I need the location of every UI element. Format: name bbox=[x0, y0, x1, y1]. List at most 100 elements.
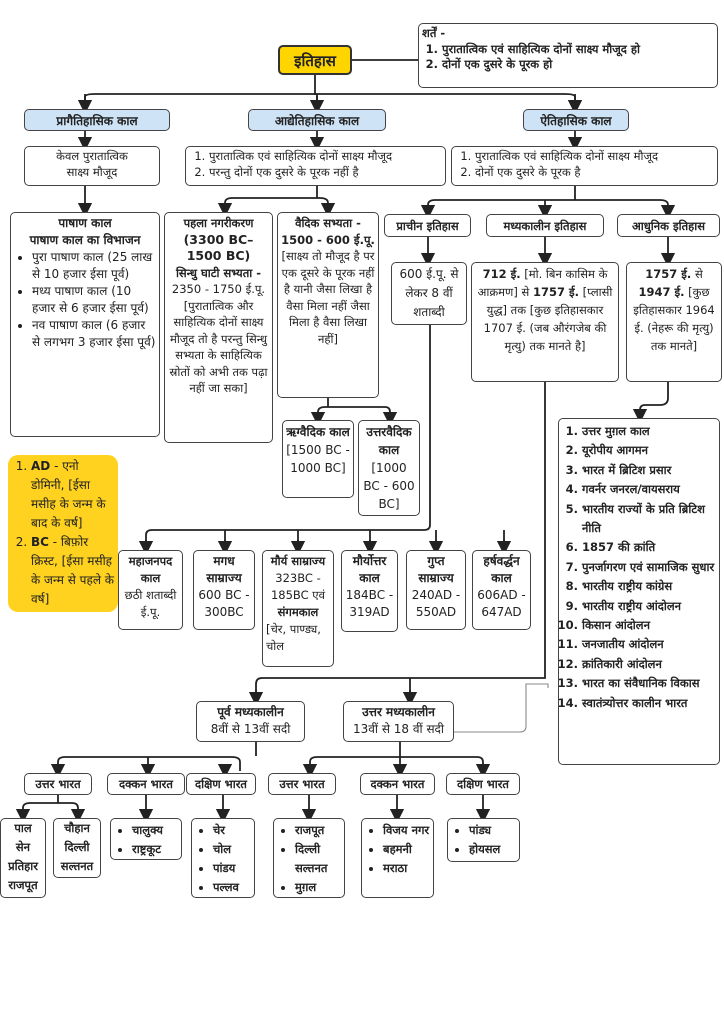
leaf-item: चालुक्य bbox=[132, 821, 178, 840]
condition-item: दोनों एक दुसरे के पूरक हो bbox=[442, 57, 714, 73]
text: [मो. बिन कासिम के आक्रमण] से bbox=[477, 267, 608, 299]
modern-desc: 1757 ई. से 1947 ई. [कुछ इतिहासकार 1964 ई… bbox=[626, 262, 722, 382]
medieval-history-header: मध्यकालीन इतिहास bbox=[486, 214, 604, 237]
text: [प्लासी युद्ध] तक [कुछ इतिहासकार 1707 ई.… bbox=[483, 285, 613, 353]
modern-topic-item: स्वातंत्र्योत्तर कालीन भारत bbox=[582, 694, 716, 713]
region-late-south: दक्षिण भारत bbox=[446, 773, 520, 795]
region-late-north: उत्तर भारत bbox=[268, 773, 336, 795]
vedic-box: वैदिक सभ्यता - 1500 - 600 ई.पू. [साक्ष्य… bbox=[277, 212, 379, 398]
leaf-item: दिल्ली bbox=[64, 840, 90, 854]
conditions-heading: शर्तें - bbox=[422, 26, 446, 40]
leaf-late-north: राजपूतदिल्ली सल्तनतमुग़ल bbox=[273, 818, 345, 898]
conditions-box: शर्तें - पुरातात्विक एवं साहित्यिक दोनों… bbox=[418, 23, 718, 88]
leaf-item: मराठा bbox=[383, 859, 430, 878]
stone-age-item: नव पाषाण काल (6 हजार से लगभग 3 हजार ईसा … bbox=[32, 317, 156, 351]
condition-item: पुरातात्विक एवं साहित्यिक दोनों साक्ष्य … bbox=[442, 42, 714, 58]
vedic-title: वैदिक सभ्यता - 1500 - 600 ई.पू. bbox=[281, 216, 375, 247]
leaf-early-deccan: चालुक्यराष्ट्रकूट bbox=[110, 818, 182, 860]
leaf-item: चोल bbox=[213, 840, 251, 859]
later-vedic-box: उत्तरवैदिक काल [1000 BC - 600 BC] bbox=[358, 420, 420, 516]
leaf-item: सल्तनत bbox=[60, 859, 94, 873]
desc-line: पुरातात्विक एवं साहित्यिक दोनों साक्ष्य … bbox=[209, 149, 442, 165]
modern-history-header: आधुनिक इतिहास bbox=[617, 214, 720, 237]
leaf-item: राष्ट्रकूट bbox=[132, 840, 178, 859]
leaf-item: बहमनी bbox=[383, 840, 430, 859]
leaf-item: राजपूत bbox=[8, 878, 38, 892]
later-vedic-title: उत्तरवैदिक काल bbox=[366, 425, 412, 457]
desc-line: साक्ष्य मौजूद bbox=[66, 164, 118, 179]
urbanisation-note: [पुरातात्विक और साहित्यिक दोनों साक्ष्य … bbox=[169, 298, 268, 396]
stone-age-box: पाषाण काल पाषाण काल का विभाजन पुरा पाषाण… bbox=[10, 212, 160, 437]
desc-line: परन्तु दोनों एक दुसरे के पूरक नहीं है bbox=[209, 165, 442, 181]
leaf-item: पांड्य bbox=[469, 821, 516, 840]
region-early-deccan: दक्कन भारत bbox=[107, 773, 185, 795]
leaf-item: होयसल bbox=[469, 840, 516, 859]
desc-line: केवल पुरातात्विक bbox=[56, 149, 128, 163]
modern-topic-item: जनजातीय आंदोलन bbox=[582, 635, 716, 654]
indus-title: सिन्धु घाटी सभ्यता - bbox=[175, 265, 262, 280]
stone-age-title: पाषाण काल bbox=[58, 216, 112, 230]
leaf-item: मुग़ल bbox=[295, 878, 341, 897]
leaf-item: राजपूत bbox=[295, 821, 341, 840]
leaf-item: पाल bbox=[14, 821, 32, 835]
stone-age-item: मध्य पाषाण काल (10 हजार से 6 हजार ईसा पू… bbox=[32, 283, 156, 317]
stone-age-item: पुरा पाषाण काल (25 लाख से 10 हजार ईसा पू… bbox=[32, 249, 156, 283]
protohistoric-desc: पुरातात्विक एवं साहित्यिक दोनों साक्ष्य … bbox=[185, 146, 446, 186]
ancient-history-header: प्राचीन इतिहास bbox=[384, 214, 471, 237]
modern-topic-item: भारतीय राज्यों के प्रति ब्रिटिश नीति bbox=[582, 500, 716, 539]
modern-topic-item: यूरोपीय आगमन bbox=[582, 441, 716, 460]
leaf-item: पांडय bbox=[213, 859, 251, 878]
region-early-north: उत्तर भारत bbox=[24, 773, 92, 795]
region-late-deccan: दक्कन भारत bbox=[360, 773, 435, 795]
modern-topic-item: पुनर्जागरण एवं सामाजिक सुधार bbox=[582, 558, 716, 577]
leaf-early-south: चेरचोलपांडयपल्लव bbox=[191, 818, 255, 898]
note-item: BC - बिफ़ोर क्रिस्ट, [ईसा मसीह के जन्म स… bbox=[31, 533, 115, 609]
ad-bc-note: AD - एनो डोमिनी, [ईसा मसीह के जन्म के बा… bbox=[8, 455, 118, 612]
desc-line: पुरातात्विक एवं साहित्यिक दोनों साक्ष्य … bbox=[475, 149, 714, 165]
leaf-item: पल्लव bbox=[213, 878, 251, 897]
modern-topic-item: क्रांतिकारी आंदोलन bbox=[582, 655, 716, 674]
rigvedic-dates: [1500 BC - 1000 BC] bbox=[286, 443, 350, 475]
leaf-item: दिल्ली सल्तनत bbox=[295, 840, 341, 878]
modern-topic-item: 1857 की क्रांति bbox=[582, 538, 716, 557]
modern-topic-item: किसान आंदोलन bbox=[582, 616, 716, 635]
period-historic: ऐतिहासिक काल bbox=[523, 109, 629, 131]
leaf-item: चेर bbox=[213, 821, 251, 840]
leaf-item: विजय नगर bbox=[383, 821, 430, 840]
leaf-item: प्रतिहार bbox=[8, 859, 38, 873]
vedic-note: [साक्ष्य तो मौजूद है पर एक दूसरे के पूरक… bbox=[281, 249, 375, 346]
urbanisation-dates: (3300 BC–1500 BC) bbox=[183, 231, 254, 264]
text: [कुछ इतिहासकार 1964 ई. (नेहरू की मृत्यु)… bbox=[633, 285, 715, 353]
desc-line: दोनों एक दुसरे के पूरक है bbox=[475, 165, 714, 181]
region-early-south: दक्षिण भारत bbox=[186, 773, 256, 795]
leaf-late-south: पांड्यहोयसल bbox=[447, 818, 520, 862]
title-box: इतिहास bbox=[278, 45, 352, 75]
date: 1757 ई. bbox=[645, 267, 692, 281]
first-urbanisation-box: पहला नगरीकरण (3300 BC–1500 BC) सिन्धु घा… bbox=[164, 212, 273, 443]
note-item: AD - एनो डोमिनी, [ईसा मसीह के जन्म के बा… bbox=[31, 457, 115, 533]
modern-topic-item: भारत में ब्रिटिश प्रसार bbox=[582, 461, 716, 480]
indus-dates: 2350 - 1750 ई.पू. bbox=[171, 282, 266, 296]
modern-topic-item: भारतीय राष्ट्रीय कांग्रेस bbox=[582, 577, 716, 596]
ancient-desc: 600 ई.पू. से लेकर 8 वीं शताब्दी bbox=[391, 262, 467, 325]
modern-topic-item: गवर्नर जनरल/वायसराय bbox=[582, 480, 716, 499]
urbanisation-title: पहला नगरीकरण bbox=[183, 216, 254, 230]
date: 712 ई. bbox=[482, 267, 521, 281]
stone-age-subtitle: पाषाण काल का विभाजन bbox=[29, 233, 141, 247]
modern-topics-list: उत्तर मुग़ल कालयूरोपीय आगमनभारत में ब्रि… bbox=[558, 418, 720, 765]
modern-topic-item: भारत का संवैधानिक विकास bbox=[582, 674, 716, 693]
rigvedic-box: ऋग्वैदिक काल [1500 BC - 1000 BC] bbox=[282, 420, 354, 498]
period-protohistoric: आद्येतिहासिक काल bbox=[248, 109, 386, 131]
leaf-item: चौहान bbox=[64, 821, 90, 835]
rigvedic-title: ऋग्वैदिक काल bbox=[286, 425, 350, 439]
